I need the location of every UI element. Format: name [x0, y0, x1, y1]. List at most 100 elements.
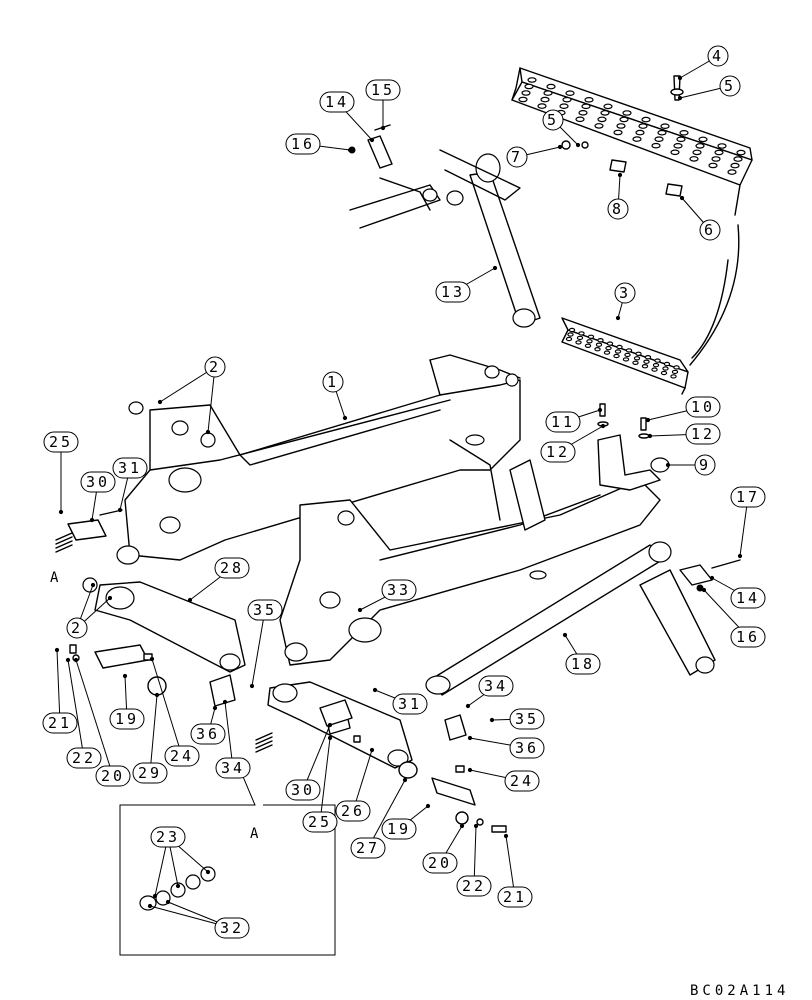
- callout-arrow-tip: [467, 767, 473, 773]
- callout-number: 6: [704, 221, 716, 239]
- perforation-hole: [651, 142, 661, 149]
- callout-number: 30: [291, 781, 315, 799]
- callout-c31b: 31: [392, 693, 428, 715]
- right-grease-fitting: [696, 584, 704, 592]
- callout-leader: [251, 609, 266, 687]
- callout-number: 3: [619, 284, 631, 302]
- callout-arrow-tip: [665, 462, 671, 468]
- callout-arrow-tip: [615, 315, 621, 321]
- view-label: A: [50, 570, 62, 586]
- callout-number: 24: [510, 772, 534, 790]
- callout-bubble: [542, 109, 564, 131]
- callout-bubble: [43, 431, 79, 453]
- perforation-hole: [521, 90, 531, 96]
- callout-c31a: 31: [112, 457, 148, 479]
- callout-arrow-tip: [369, 747, 375, 753]
- callout-bubble: [509, 737, 545, 759]
- washer-12b: [638, 433, 650, 439]
- callout-bubble: [285, 133, 321, 155]
- callout-bubble: [719, 75, 741, 97]
- perforation-hole: [575, 116, 585, 123]
- callout-leader: [75, 659, 114, 777]
- callout-arrow-tip: [617, 172, 623, 178]
- perforation-hole: [614, 349, 622, 354]
- perforation-hole: [689, 156, 699, 162]
- callout-bubble: [730, 626, 766, 648]
- callout-bubble: [456, 875, 492, 897]
- perforation-hole: [727, 169, 737, 175]
- perforation-hole: [673, 365, 680, 370]
- perforation-hole: [603, 103, 613, 110]
- callout-bubble: [214, 557, 250, 579]
- callout-c4: 4: [707, 45, 729, 67]
- callout-number: 16: [291, 135, 315, 153]
- callout-arrow-tip: [369, 137, 375, 143]
- callout-number: 34: [484, 677, 508, 695]
- callout-number: 29: [138, 764, 162, 782]
- callout-c33: 33: [381, 579, 417, 601]
- perforation-hole: [546, 83, 556, 90]
- perforation-hole: [632, 136, 642, 142]
- callout-number: 4: [712, 47, 724, 65]
- step-bracket-b: [665, 183, 683, 197]
- callout-c25a: 25: [43, 431, 79, 453]
- callout-arrow-tip: [562, 632, 568, 638]
- perforation-hole: [625, 348, 633, 353]
- callout-number: 31: [118, 459, 142, 477]
- spring-stack-lower: [255, 732, 273, 753]
- perforation-hole: [587, 334, 595, 339]
- callout-arrow-tip: [489, 717, 495, 723]
- callout-c16a: 16: [285, 133, 321, 155]
- callout-arrow-tip: [647, 433, 653, 439]
- callout-bubble: [214, 917, 250, 939]
- perforation-hole: [575, 340, 582, 345]
- callout-number: 8: [612, 200, 624, 218]
- perforation-hole: [662, 366, 669, 371]
- perforation-hole: [654, 136, 664, 143]
- callout-number: 5: [724, 77, 736, 95]
- callout-leader: [67, 659, 85, 759]
- callout-c1: 1: [322, 371, 344, 393]
- pin-30-lower: [319, 699, 353, 727]
- perforation-hole: [619, 116, 629, 123]
- perforation-hole: [603, 350, 611, 355]
- perforation-hole: [576, 335, 584, 341]
- callout-arrow-tip: [187, 597, 193, 603]
- callout-c13: 13: [435, 281, 471, 303]
- perforation-hole: [584, 343, 592, 348]
- callout-c22a: 22: [66, 747, 102, 769]
- callout-leader: [367, 779, 406, 849]
- callout-bubble: [730, 486, 766, 508]
- callout-c29: 29: [132, 762, 168, 784]
- detail-inset: A: [119, 759, 336, 956]
- callout-arrow-tip: [107, 595, 113, 601]
- callout-c36b: 36: [509, 737, 545, 759]
- perforation-hole: [613, 129, 623, 136]
- step-washer-top: [670, 88, 684, 96]
- callout-number: 7: [511, 148, 523, 166]
- perforation-hole: [633, 356, 641, 361]
- callout-number: 32: [220, 919, 244, 937]
- callout-arrow-tip: [212, 705, 218, 711]
- perforation-hole: [641, 364, 649, 369]
- callout-arrow-tip: [175, 883, 181, 889]
- callout-number: 34: [221, 759, 245, 777]
- callout-arrow-tip: [205, 869, 211, 875]
- perforation-hole: [622, 357, 630, 362]
- callout-arrow-tip: [557, 144, 563, 150]
- callout-bubble: [335, 800, 371, 822]
- callout-bubble: [322, 371, 344, 393]
- perforation-hole: [730, 162, 740, 169]
- perforation-hole: [698, 136, 708, 143]
- perforation-hole: [606, 341, 614, 346]
- perforation-hole: [714, 149, 724, 156]
- callout-bubble: [540, 441, 576, 463]
- callout-bubble: [504, 770, 540, 792]
- callout-number: 23: [156, 828, 180, 846]
- perforation-hole: [643, 359, 650, 364]
- callout-arrow-tip: [117, 507, 123, 513]
- callout-bubble: [95, 765, 131, 787]
- callout-c2a: 2: [204, 356, 226, 378]
- callout-bubble: [381, 579, 417, 601]
- callout-arrow-tip: [327, 735, 333, 741]
